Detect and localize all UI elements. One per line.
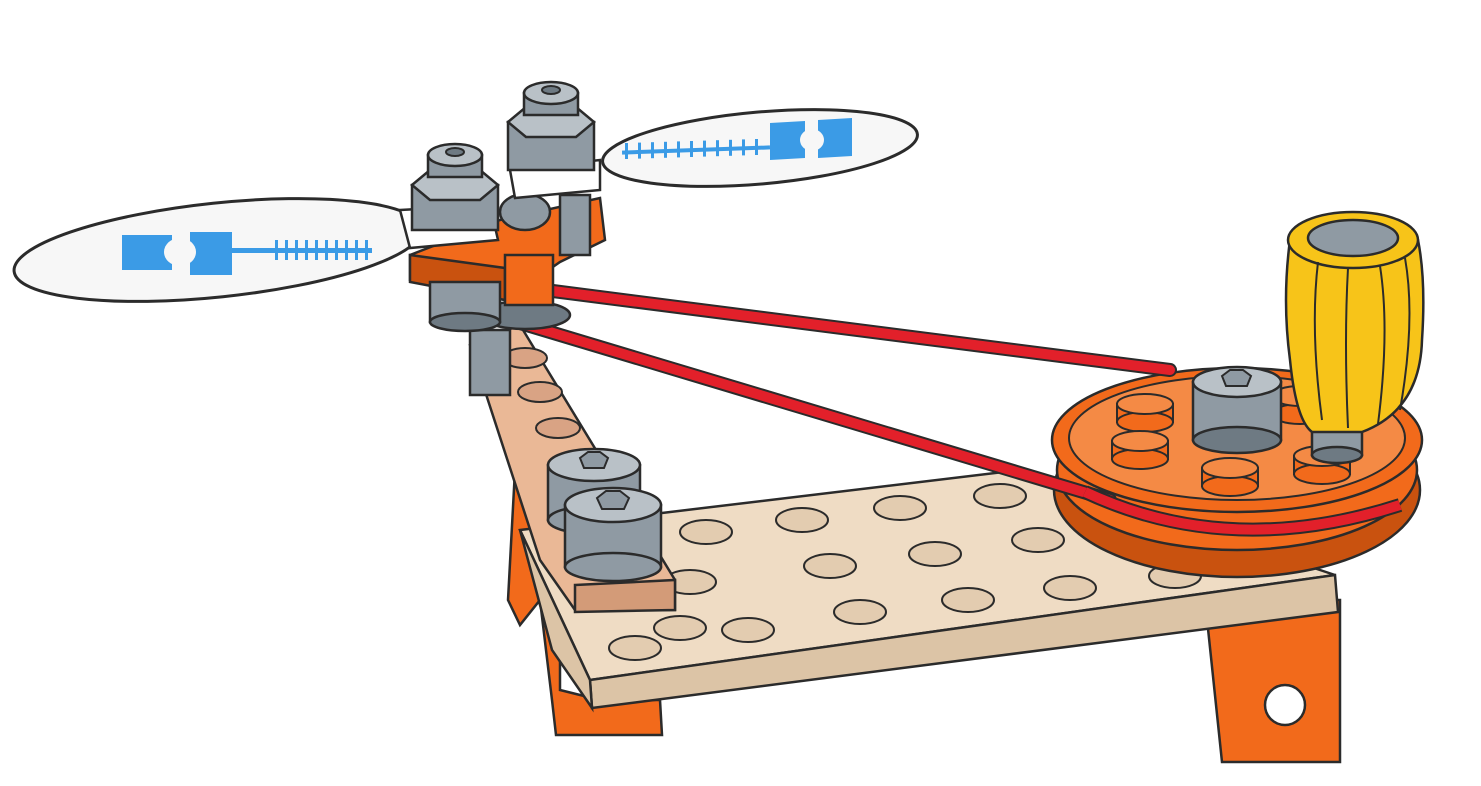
pulley-peg xyxy=(1201,457,1259,497)
decal-tick xyxy=(664,141,667,158)
decal-tick xyxy=(677,141,680,158)
base-hole xyxy=(873,495,927,521)
base-hole xyxy=(721,617,775,643)
decal-tick xyxy=(275,240,278,260)
pulley-bolt xyxy=(1191,365,1283,455)
screwdriver-icon xyxy=(1284,210,1425,465)
pulley-peg-top xyxy=(1201,457,1259,479)
decal-tick xyxy=(325,240,328,260)
arm-bolt-lower xyxy=(563,486,663,583)
base-hole xyxy=(1011,527,1065,553)
propeller-blade-right xyxy=(601,108,919,188)
decal-tick xyxy=(729,139,732,156)
base-hole xyxy=(653,615,707,641)
decal-tick xyxy=(690,141,693,157)
pulley-peg-top xyxy=(1111,430,1169,452)
hub-nut-right xyxy=(506,80,596,172)
decal-tick xyxy=(305,240,308,260)
hub-nut-left xyxy=(410,142,500,232)
pulley-peg xyxy=(1111,430,1169,470)
arm-hole xyxy=(517,381,563,403)
decal-tick xyxy=(295,240,298,260)
drive-belt xyxy=(503,283,1403,537)
decal-tick xyxy=(315,240,318,260)
propeller-blade-left xyxy=(12,197,424,303)
base-hole xyxy=(679,519,733,545)
base-hole xyxy=(941,587,995,613)
decal-tick xyxy=(716,140,719,157)
decal-tick xyxy=(742,139,745,156)
pulley-peg xyxy=(1116,393,1174,433)
decal-tick xyxy=(355,240,358,260)
arm-bolts xyxy=(546,447,663,583)
base-hole xyxy=(833,599,887,625)
base-hole xyxy=(803,553,857,579)
right-leg-hole xyxy=(1263,683,1307,727)
decal-tick xyxy=(755,139,758,155)
decal-tick xyxy=(335,240,338,260)
pulley-peg-top xyxy=(1116,393,1174,415)
decal-tick xyxy=(703,140,706,157)
decal-tick xyxy=(345,240,348,260)
base-hole xyxy=(608,635,662,661)
decal-tick xyxy=(365,240,368,260)
decal-tick xyxy=(651,142,654,159)
arm-hole xyxy=(535,417,581,439)
base-hole xyxy=(1043,575,1097,601)
decal-tick xyxy=(638,142,641,159)
base-hole xyxy=(775,507,829,533)
base-hole xyxy=(973,483,1027,509)
hub-nuts xyxy=(410,80,596,232)
decal-tick xyxy=(625,143,628,159)
base-hole xyxy=(908,541,962,567)
decal-tick xyxy=(285,240,288,260)
